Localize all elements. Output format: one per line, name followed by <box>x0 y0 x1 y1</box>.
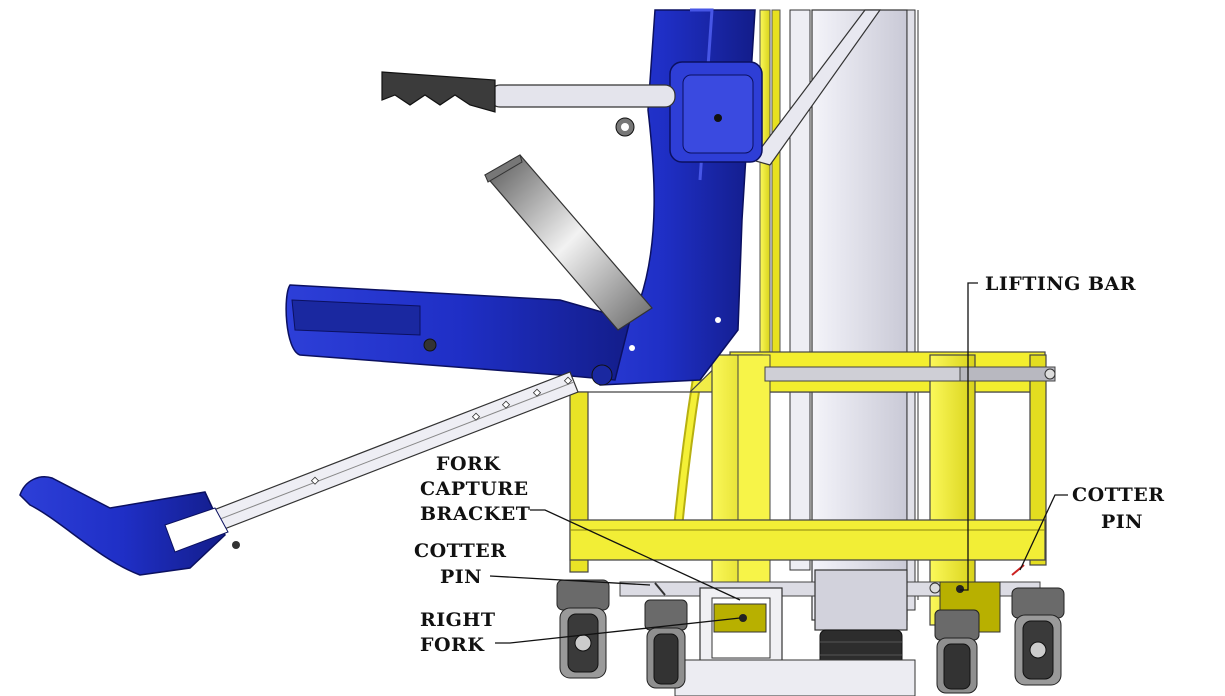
handle <box>381 71 676 137</box>
caster-left-outer <box>556 579 610 679</box>
blue-carriage <box>285 8 763 386</box>
label-fork-capture-line2: CAPTURE <box>420 478 529 500</box>
leader-right-fork <box>495 617 741 644</box>
leaders <box>489 282 1068 644</box>
casters <box>556 579 1065 694</box>
pad <box>484 154 653 331</box>
label-fork-capture-line3: BRACKET <box>420 503 530 525</box>
label-cotter-pin-left-line2: PIN <box>440 566 482 588</box>
leader-cotter-pin-right <box>1019 494 1068 571</box>
leader-lifting-bar <box>960 282 978 591</box>
label-right-fork-line2: FORK <box>420 634 485 656</box>
caster-left-inner <box>644 599 688 689</box>
caster-right-inner <box>934 609 980 694</box>
label-lifting-bar: LIFTING BAR <box>985 273 1136 295</box>
label-cotter-pin-left-line1: COTTER <box>414 540 507 562</box>
label-fork-capture-line1: FORK <box>436 453 501 475</box>
label-right-fork-line1: RIGHT <box>420 609 496 631</box>
callouts: LIFTING BAR COTTER PIN FORK CAPTURE BRAC… <box>414 273 1165 656</box>
leader-fork-capture <box>530 509 741 601</box>
label-cotter-pin-right-line2: PIN <box>1101 511 1143 533</box>
caster-right-outer <box>1011 587 1065 686</box>
mast <box>670 9 919 621</box>
blue-fork-tip <box>19 476 240 576</box>
leader-cotter-pin-left <box>489 575 651 586</box>
label-cotter-pin-right-line1: COTTER <box>1072 484 1165 506</box>
